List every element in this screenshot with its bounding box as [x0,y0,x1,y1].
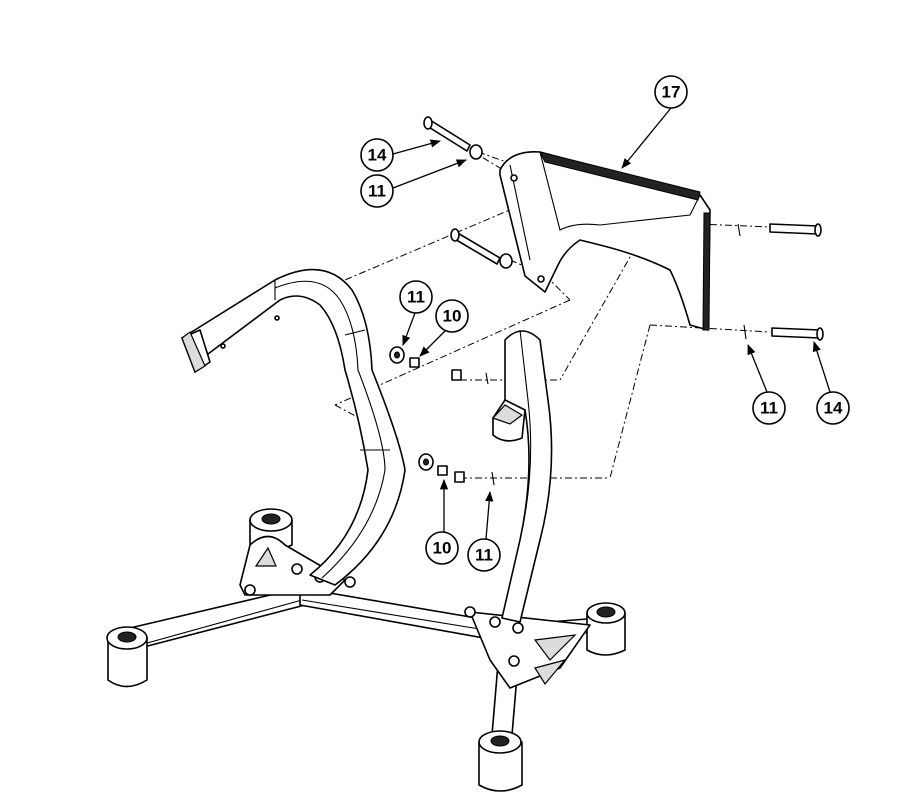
nut-10-lower [437,465,448,476]
left-upright-tube [181,268,406,586]
bolt-14-lower-left [450,228,501,265]
svg-text:11: 11 [475,546,493,565]
svg-text:10: 10 [443,307,462,326]
foot-left [106,626,148,688]
nut-10-middle [409,357,420,368]
bolt-14-upper-left [423,116,471,152]
bolt-14-right-lower [771,327,824,341]
svg-text:14: 14 [368,146,387,165]
nut-rear-upper [451,369,462,381]
svg-text:11: 11 [368,182,386,201]
callout-11-lower: 11 [467,538,501,572]
svg-text:10: 10 [433,539,452,558]
nut-lower-back [454,471,465,483]
callout-17: 17 [654,75,688,109]
right-upright-tube [491,329,553,623]
callout-14-upper: 14 [360,138,394,172]
washer-lower-left [499,253,513,269]
svg-text:11: 11 [760,399,778,418]
gusset-plate-right [464,606,591,689]
gusset-plate-left [239,535,356,596]
svg-text:11: 11 [407,288,425,307]
callout-14-right: 14 [816,391,850,425]
hardware [389,116,824,486]
cover-plate-17 [499,151,711,331]
callout-10-lower: 10 [425,531,459,565]
foot-right [586,602,626,656]
callout-11-middle: 11 [399,280,433,314]
callout-10-middle: 10 [435,299,469,333]
washer-11-upper [469,144,483,160]
callout-11-right: 11 [752,391,786,425]
bolt-14-right-upper [769,223,822,237]
svg-text:14: 14 [824,399,843,418]
callouts: 17 14 11 11 10 10 [360,75,850,572]
callout-11-upper: 11 [360,174,394,208]
foot-front [478,730,523,792]
base-frame [106,508,626,792]
svg-text:17: 17 [662,83,681,102]
